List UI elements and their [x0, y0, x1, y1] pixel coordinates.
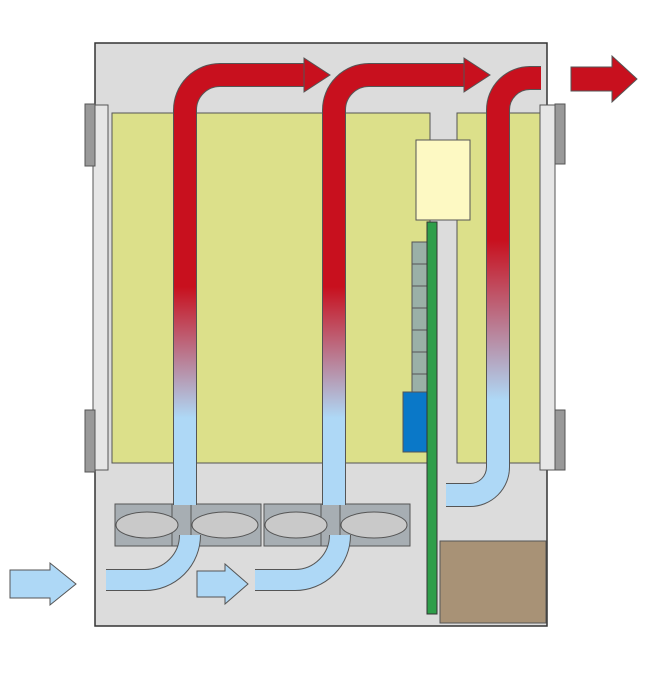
hinge-right-top — [554, 103, 566, 165]
arrow-right-icon — [196, 562, 249, 606]
hinge-left-bottom — [84, 409, 96, 473]
connector-blue — [402, 391, 428, 453]
door-panel-right — [539, 104, 556, 471]
arrow-right-icon — [463, 57, 491, 93]
circuit-board — [426, 221, 438, 615]
arrow-right-icon — [9, 561, 77, 607]
arrow-right-icon — [303, 57, 331, 93]
hot-air-arrow-outside — [570, 54, 638, 104]
cool-air-arrow-inside — [196, 562, 249, 606]
connector-stack — [411, 241, 428, 395]
arrow-right-icon — [570, 54, 638, 104]
fan-icon — [340, 511, 408, 539]
fan-tray-2 — [263, 503, 411, 547]
power-supply — [439, 540, 547, 624]
cool-air-arrow-outside — [9, 561, 77, 607]
fan-icon — [115, 511, 179, 539]
airflow-channel-b — [322, 57, 491, 505]
door-panel-left — [92, 104, 109, 471]
fan-icon — [264, 511, 328, 539]
airflow-channel-a — [173, 57, 331, 505]
airflow-channel-c — [446, 66, 541, 507]
hinge-right-bottom — [554, 409, 566, 471]
hinge-left-top — [84, 103, 96, 167]
module-main — [111, 112, 431, 464]
fan-icon — [191, 511, 259, 539]
component-box — [415, 139, 471, 221]
